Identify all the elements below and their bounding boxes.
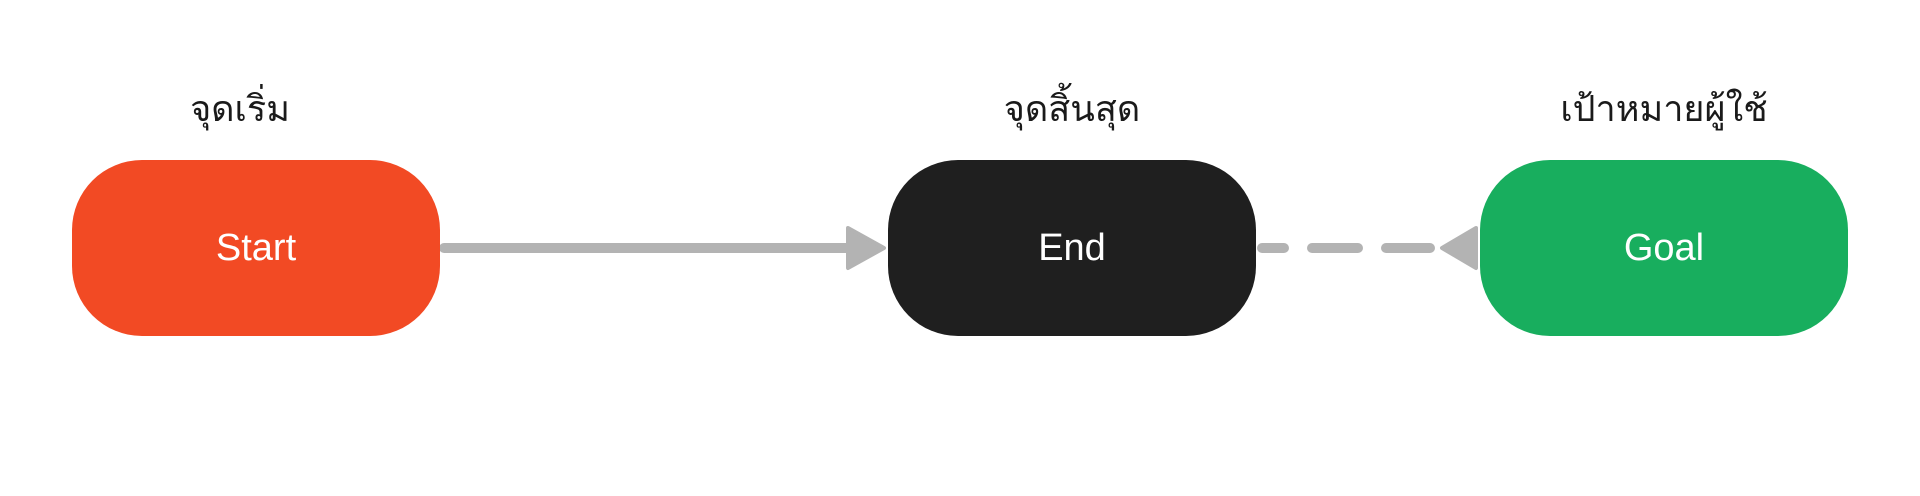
edge-goal-to-end: [1257, 226, 1478, 270]
node-start-label: Start: [215, 226, 297, 269]
caption-goal: เป้าหมายผู้ใช้: [1560, 89, 1768, 130]
arrowhead-icon: [846, 226, 886, 270]
arrowhead-icon: [1440, 226, 1478, 270]
caption-end: จุดสิ้นสุด: [1003, 89, 1141, 130]
node-end[interactable]: End: [888, 160, 1256, 336]
node-goal-label: Goal: [1623, 226, 1705, 269]
node-goal[interactable]: Goal: [1480, 160, 1848, 336]
caption-start: จุดเริ่ม: [190, 89, 290, 130]
edge-start-to-end: [439, 226, 886, 270]
node-end-label: End: [1038, 226, 1106, 269]
node-start[interactable]: Start: [72, 160, 440, 336]
